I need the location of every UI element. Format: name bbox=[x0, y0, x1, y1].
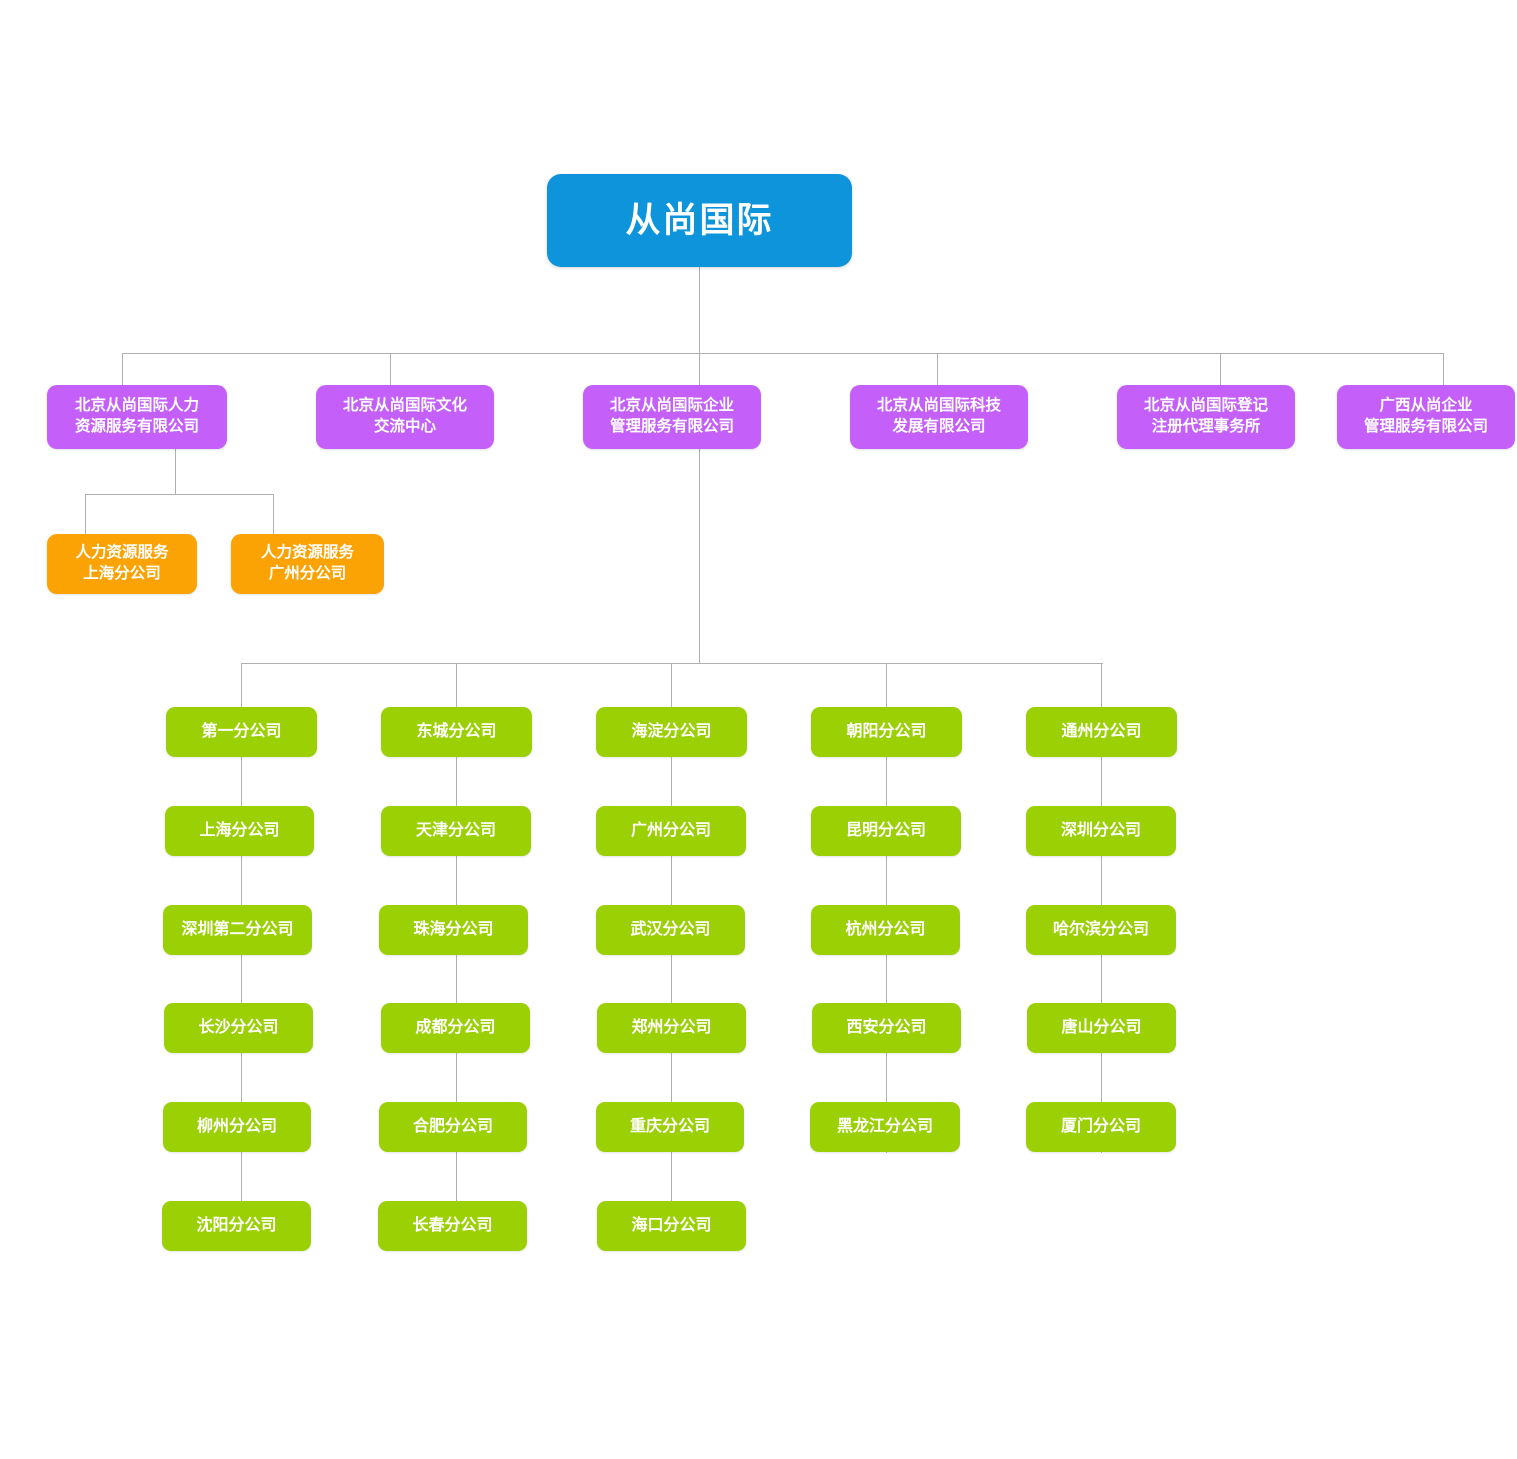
connector-division-5-drop bbox=[1220, 353, 1221, 385]
branch-node[interactable]: 郑州分公司 bbox=[597, 1003, 746, 1053]
connector-division-4-drop bbox=[937, 353, 938, 385]
connector-branch-bus bbox=[241, 663, 1103, 664]
branch-node[interactable]: 昆明分公司 bbox=[811, 806, 961, 856]
branch-node-label: 深圳分公司 bbox=[1060, 822, 1141, 840]
division-node-label: 北京从尚国际企业 管理服务有限公司 bbox=[609, 397, 734, 435]
connector-enterprise-down bbox=[699, 449, 700, 664]
branch-node-label: 沈阳分公司 bbox=[196, 1217, 277, 1235]
branch-node[interactable]: 合肥分公司 bbox=[379, 1102, 527, 1152]
branch-node[interactable]: 长沙分公司 bbox=[164, 1003, 313, 1053]
branch-node[interactable]: 沈阳分公司 bbox=[162, 1201, 311, 1251]
connector-division-3-drop bbox=[699, 353, 700, 385]
branch-node[interactable]: 杭州分公司 bbox=[811, 905, 960, 955]
connector-division-2-drop bbox=[390, 353, 391, 385]
branch-node-label: 郑州分公司 bbox=[631, 1019, 712, 1037]
division-node-label: 北京从尚国际科技 发展有限公司 bbox=[876, 397, 1001, 435]
root-node[interactable]: 从尚国际 bbox=[547, 174, 852, 267]
branch-node-label: 广州分公司 bbox=[630, 822, 711, 840]
branch-node-label: 西安分公司 bbox=[846, 1019, 927, 1037]
division-node-label: 广西从尚企业 管理服务有限公司 bbox=[1363, 397, 1488, 435]
branch-node-label: 成都分公司 bbox=[415, 1019, 496, 1037]
branch-node-label: 海口分公司 bbox=[631, 1217, 712, 1235]
branch-node[interactable]: 长春分公司 bbox=[378, 1201, 527, 1251]
hr-subsidiary-node-label: 人力资源服务 广州分公司 bbox=[260, 544, 354, 582]
branch-node[interactable]: 深圳分公司 bbox=[1026, 806, 1176, 856]
branch-node[interactable]: 深圳第二分公司 bbox=[163, 905, 312, 955]
branch-node-label: 重庆分公司 bbox=[629, 1118, 710, 1136]
branch-node-label: 上海分公司 bbox=[199, 822, 280, 840]
branch-node[interactable]: 厦门分公司 bbox=[1026, 1102, 1176, 1152]
connector-division-bus bbox=[122, 353, 1443, 354]
branch-node[interactable]: 重庆分公司 bbox=[596, 1102, 744, 1152]
branch-node-label: 海淀分公司 bbox=[631, 723, 712, 741]
branch-node[interactable]: 黑龙江分公司 bbox=[810, 1102, 960, 1152]
branch-node-label: 厦门分公司 bbox=[1060, 1118, 1141, 1136]
branch-node-label: 黑龙江分公司 bbox=[836, 1118, 933, 1136]
branch-node[interactable]: 武汉分公司 bbox=[596, 905, 745, 955]
branch-node-label: 长春分公司 bbox=[412, 1217, 493, 1235]
connector-division-6-drop bbox=[1443, 353, 1444, 385]
branch-node[interactable]: 哈尔滨分公司 bbox=[1026, 905, 1176, 955]
branch-node-label: 唐山分公司 bbox=[1061, 1019, 1142, 1037]
branch-node[interactable]: 通州分公司 bbox=[1026, 707, 1177, 757]
connector-hr-sub-2-drop bbox=[273, 494, 274, 534]
hr-subsidiary-node-shanghai[interactable]: 人力资源服务 上海分公司 bbox=[47, 534, 197, 594]
division-node-technology[interactable]: 北京从尚国际科技 发展有限公司 bbox=[850, 385, 1028, 449]
branch-node[interactable]: 海淀分公司 bbox=[596, 707, 747, 757]
branch-node[interactable]: 天津分公司 bbox=[381, 806, 531, 856]
branch-node[interactable]: 成都分公司 bbox=[381, 1003, 530, 1053]
branch-node-label: 武汉分公司 bbox=[630, 921, 711, 939]
branch-node[interactable]: 第一分公司 bbox=[166, 707, 317, 757]
connector-hr-bus bbox=[85, 494, 274, 495]
branch-node-label: 第一分公司 bbox=[201, 723, 282, 741]
branch-node[interactable]: 广州分公司 bbox=[596, 806, 746, 856]
connector-root-down bbox=[699, 267, 700, 354]
connector-hr-sub-1-drop bbox=[85, 494, 86, 534]
connector-branch-col-1-spine bbox=[241, 663, 242, 1251]
hr-subsidiary-node-guangzhou[interactable]: 人力资源服务 广州分公司 bbox=[231, 534, 384, 594]
division-node-culture[interactable]: 北京从尚国际文化 交流中心 bbox=[316, 385, 494, 449]
hr-subsidiary-node-label: 人力资源服务 上海分公司 bbox=[75, 544, 169, 582]
division-node-label: 北京从尚国际登记 注册代理事务所 bbox=[1143, 397, 1268, 435]
branch-node[interactable]: 朝阳分公司 bbox=[811, 707, 962, 757]
branch-node-label: 朝阳分公司 bbox=[846, 723, 927, 741]
connector-branch-col-2-spine bbox=[456, 663, 457, 1251]
branch-node-label: 哈尔滨分公司 bbox=[1052, 921, 1149, 939]
connector-hr-down bbox=[175, 449, 176, 495]
root-node-label: 从尚国际 bbox=[625, 200, 774, 240]
branch-node-label: 长沙分公司 bbox=[198, 1019, 279, 1037]
division-node-enterprise-mgmt[interactable]: 北京从尚国际企业 管理服务有限公司 bbox=[583, 385, 761, 449]
branch-node[interactable]: 珠海分公司 bbox=[379, 905, 528, 955]
branch-node[interactable]: 海口分公司 bbox=[597, 1201, 746, 1251]
branch-node-label: 合肥分公司 bbox=[412, 1118, 493, 1136]
connector-branch-col-3-spine bbox=[671, 663, 672, 1251]
branch-node[interactable]: 柳州分公司 bbox=[163, 1102, 311, 1152]
division-node-hr[interactable]: 北京从尚国际人力 资源服务有限公司 bbox=[47, 385, 227, 449]
branch-node-label: 柳州分公司 bbox=[196, 1118, 277, 1136]
branch-node[interactable]: 上海分公司 bbox=[165, 806, 314, 856]
connector-division-1-drop bbox=[122, 353, 123, 385]
division-node-label: 北京从尚国际文化 交流中心 bbox=[342, 397, 467, 435]
branch-node[interactable]: 东城分公司 bbox=[381, 707, 532, 757]
branch-node-label: 深圳第二分公司 bbox=[181, 921, 294, 939]
branch-node-label: 通州分公司 bbox=[1061, 723, 1142, 741]
division-node-label: 北京从尚国际人力 资源服务有限公司 bbox=[74, 397, 199, 435]
branch-node-label: 昆明分公司 bbox=[845, 822, 926, 840]
branch-node[interactable]: 唐山分公司 bbox=[1027, 1003, 1176, 1053]
branch-node-label: 杭州分公司 bbox=[845, 921, 926, 939]
division-node-registration-agency[interactable]: 北京从尚国际登记 注册代理事务所 bbox=[1117, 385, 1295, 449]
division-node-guangxi[interactable]: 广西从尚企业 管理服务有限公司 bbox=[1337, 385, 1515, 449]
branch-node-label: 东城分公司 bbox=[416, 723, 497, 741]
branch-node-label: 珠海分公司 bbox=[413, 921, 494, 939]
branch-node[interactable]: 西安分公司 bbox=[812, 1003, 961, 1053]
branch-node-label: 天津分公司 bbox=[415, 822, 496, 840]
